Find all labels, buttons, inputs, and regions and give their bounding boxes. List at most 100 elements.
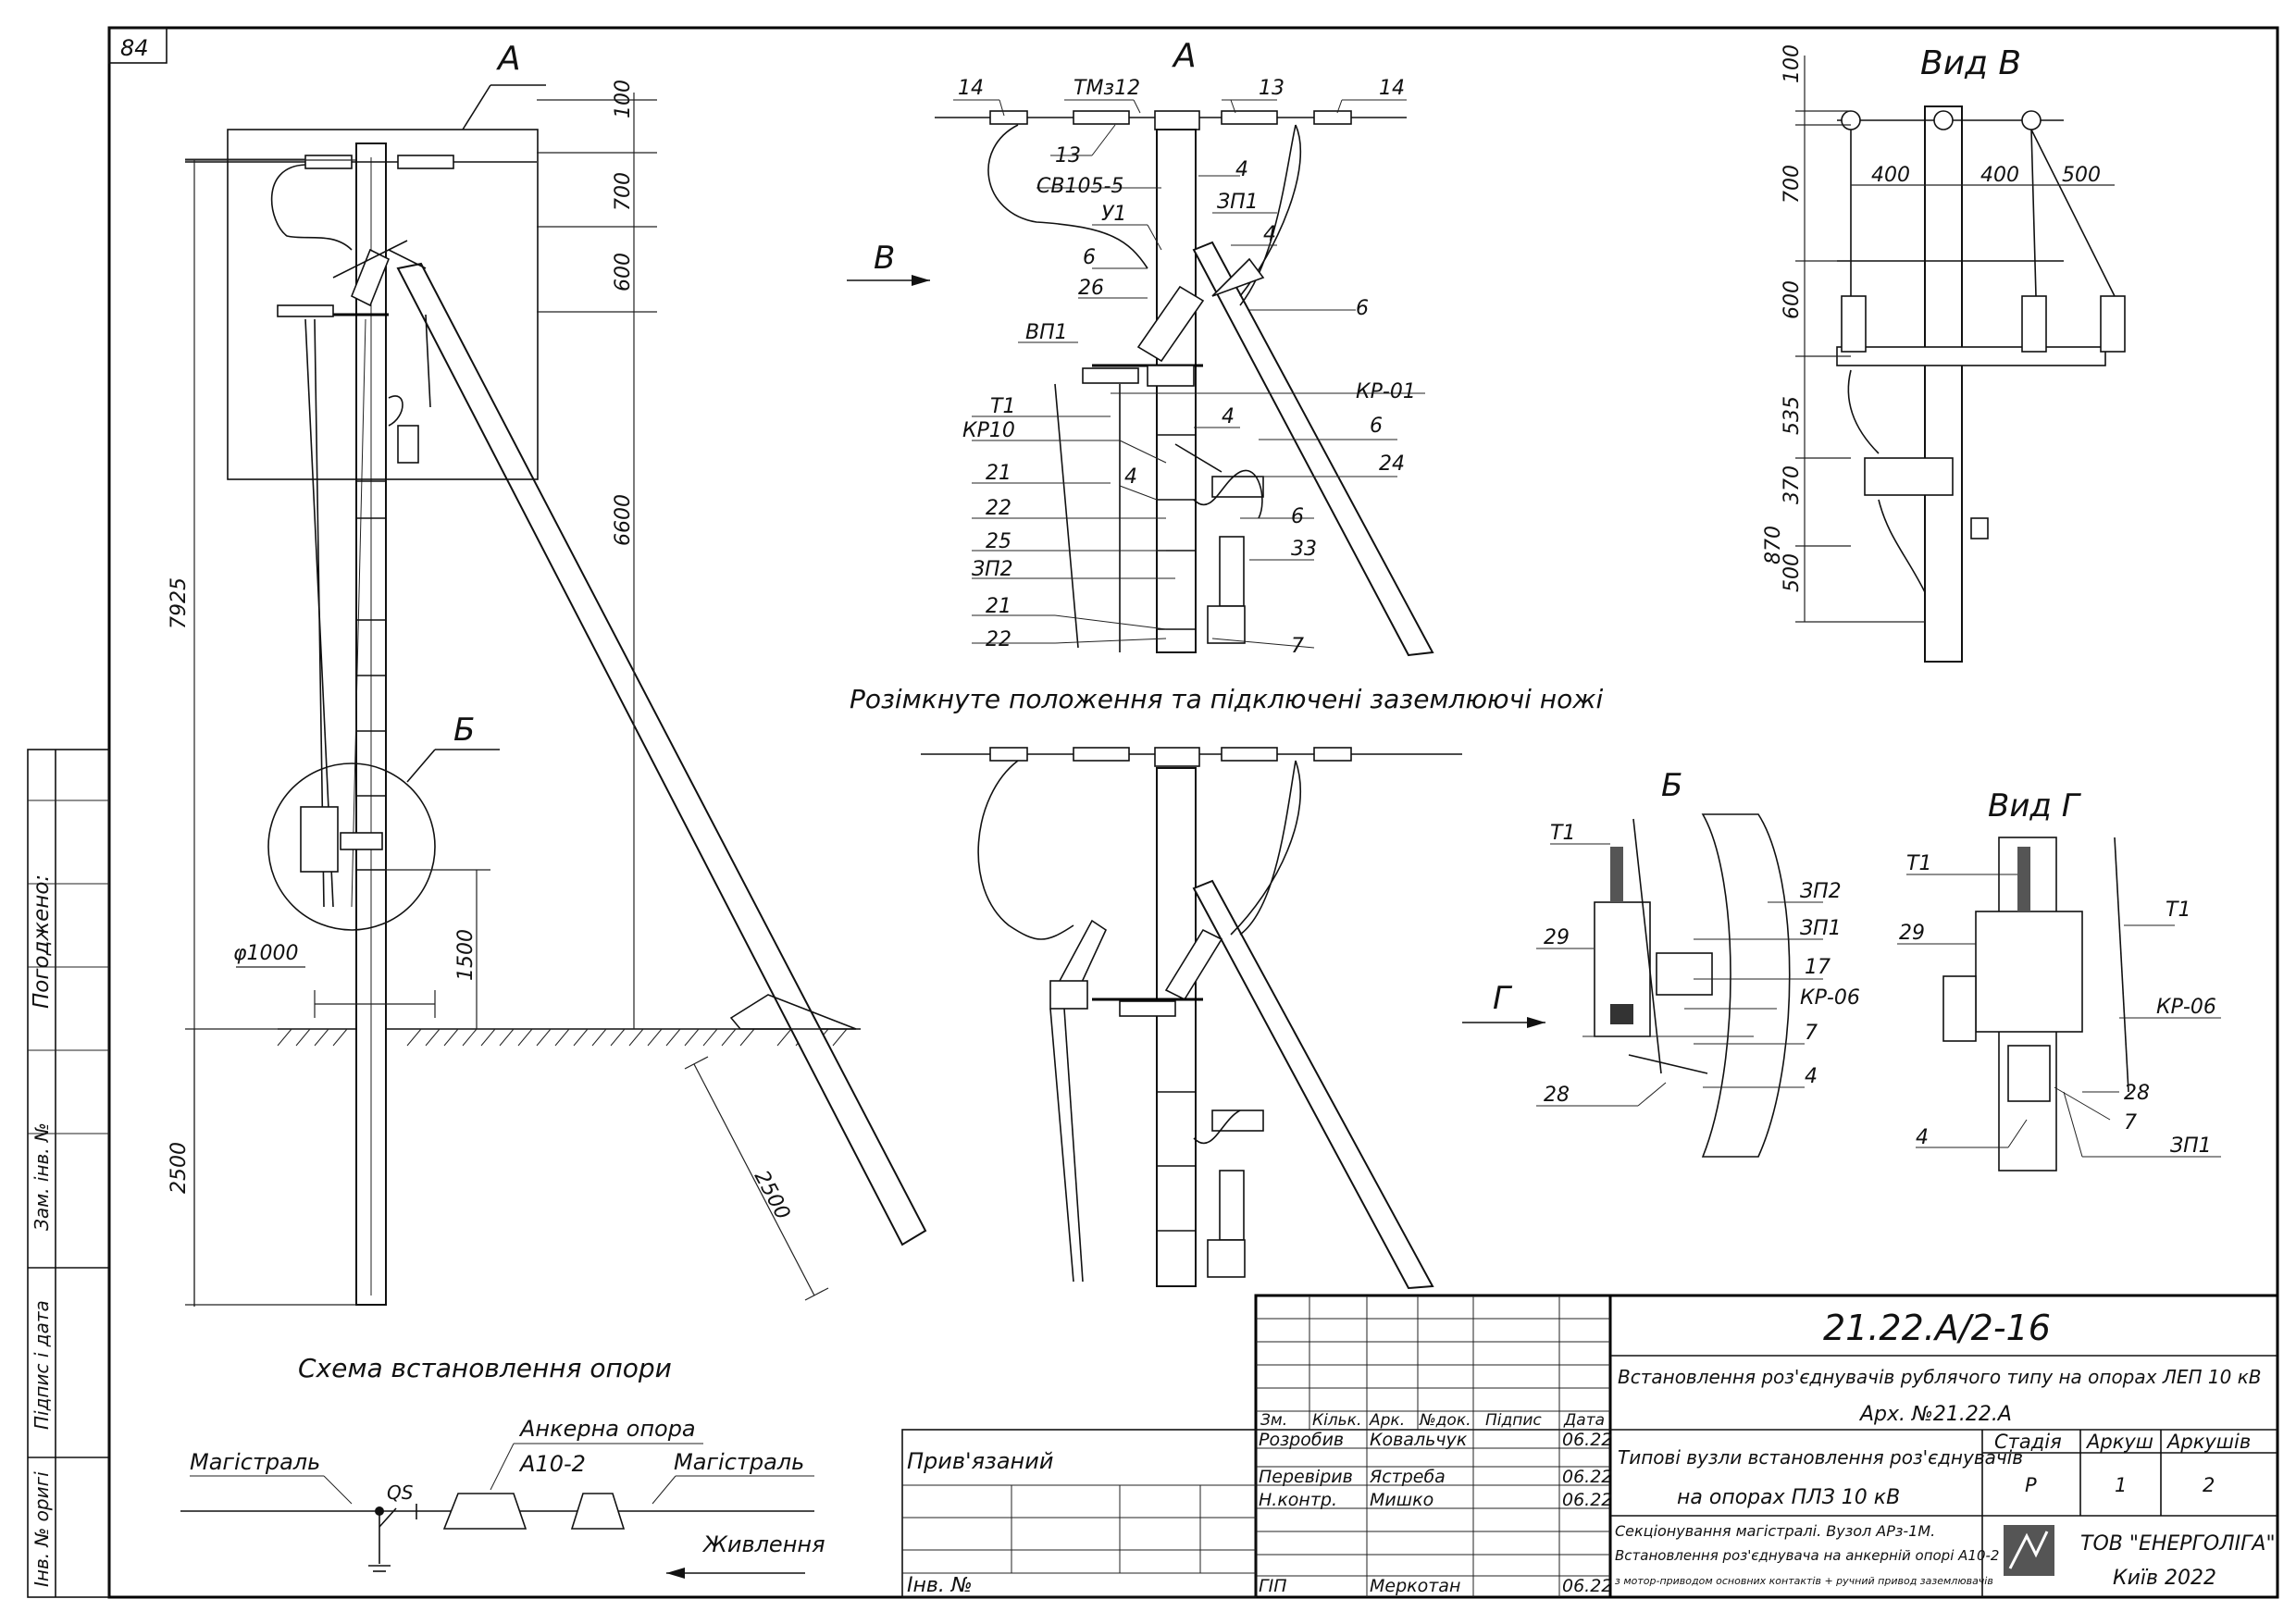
tb-arch-no: Арх. №21.22.А (1858, 1403, 2012, 1426)
label-6b: 6 (1356, 297, 1369, 320)
vv-dim-500: 500 (1781, 553, 1804, 592)
tb-gip-name: Меркотан (1370, 1576, 1460, 1596)
tb-city-year: Київ 2022 (2113, 1567, 2216, 1590)
scheme-anchor-title: Анкерна опора (518, 1416, 696, 1442)
label-26: 26 (1078, 277, 1104, 300)
tb-col-pidpys: Підпис (1485, 1411, 1542, 1430)
g-label-7: 7 (2124, 1111, 2137, 1134)
scheme-feed: Живлення (701, 1531, 825, 1557)
stamp-inv-orig: Інв. № оригі (31, 1471, 53, 1587)
stamp-zam-inv: Зам. інв. № (31, 1122, 53, 1231)
arrow-v-label: В (874, 240, 895, 277)
b-label-t1: Т1 (1550, 822, 1575, 845)
view-b-circle (267, 762, 436, 931)
tb-privyazanyi: Прив'язаний (907, 1448, 1053, 1474)
label-13a: 13 (1055, 144, 1081, 167)
tb-col-ndok: №док. (1419, 1411, 1471, 1430)
sheet-number: 84 (120, 35, 149, 61)
vv-dim-600: 600 (1781, 280, 1804, 319)
label-sv105: СВ105-5 (1036, 175, 1123, 198)
tb-doc-code: 21.22.А/2-16 (1823, 1308, 2051, 1348)
detail-a-view: А В (847, 37, 1434, 658)
tb-section-title-1: Типові вузли встановлення роз'єднувачів (1618, 1446, 2023, 1469)
b-label-kr06: КР-06 (1800, 986, 1860, 1010)
g-cabinet (1975, 911, 2083, 1033)
tb-section-title-2: на опорах ПЛЗ 10 кВ (1677, 1486, 1900, 1509)
label-22a: 22 (986, 497, 1011, 520)
b-label-7: 7 (1805, 1022, 1818, 1045)
vv-dim-700: 700 (1781, 165, 1804, 204)
label-zp1: ЗП1 (1217, 191, 1259, 214)
label-22b: 22 (986, 628, 1011, 651)
dim-600: 600 (612, 253, 635, 291)
vv-dim-870: 870 (1762, 526, 1785, 564)
view-a-label: А (496, 40, 521, 78)
tb-gip-date: 06.22 (1562, 1576, 1612, 1596)
dim-1500: 1500 (454, 929, 478, 981)
label-4d: 4 (1124, 465, 1137, 489)
g-label-t1b: Т1 (2166, 899, 2191, 922)
label-vp1: ВП1 (1025, 321, 1068, 344)
main-pole-view: А Б 100 700 600 (168, 40, 927, 1383)
vv-dim-370: 370 (1781, 465, 1804, 504)
strut (396, 262, 927, 1246)
tb-col-kilk: Кільк. (1312, 1411, 1361, 1430)
view-b-label: Б (453, 712, 475, 749)
label-t1: Т1 (990, 395, 1015, 418)
label-kr10: КР10 (962, 419, 1015, 442)
tb-name-0: Ковальчук (1370, 1430, 1468, 1450)
tb-sheets-h: Аркушів (2166, 1431, 2251, 1453)
label-kr01: КР-01 (1356, 380, 1416, 403)
tb-sheet-h: Аркуш (2085, 1431, 2153, 1453)
scheme-anchor-type: А10-2 (518, 1451, 586, 1477)
tb-col-ark: Арк. (1369, 1411, 1405, 1430)
tb-name-2: Мишко (1370, 1490, 1433, 1510)
label-13b: 13 (1259, 77, 1285, 100)
tb-stage: Р (2025, 1474, 2037, 1496)
label-tmz12: ТМз12 (1074, 77, 1140, 100)
arrow-g-label: Г (1493, 980, 1513, 1017)
tb-date-2: 06.22 (1562, 1490, 1612, 1510)
label-14a: 14 (958, 77, 984, 100)
label-6c: 6 (1370, 415, 1383, 438)
dim-7925: 7925 (168, 577, 191, 629)
top-disconnector (277, 240, 427, 317)
b-label-4: 4 (1805, 1065, 1818, 1088)
scheme-magistral-right: Магістраль (674, 1449, 804, 1475)
b-label-zp1: ЗП1 (1800, 917, 1842, 940)
b-label-17: 17 (1805, 956, 1831, 979)
label-4a: 4 (1235, 158, 1248, 181)
dim-2500-vertical: 2500 (168, 1142, 191, 1194)
label-33: 33 (1291, 538, 1317, 561)
dim-100: 100 (612, 80, 635, 118)
view-a-frame (227, 129, 539, 480)
title-block: Прив'язаний Інв. № Зм. Кільк. Арк. №док.… (901, 1294, 2279, 1599)
b-label-29: 29 (1544, 926, 1570, 949)
vv-dim-535: 535 (1781, 396, 1804, 435)
label-25: 25 (986, 530, 1011, 553)
tb-sheet-desc-3: з мотор-приводом основних контактів + ру… (1615, 1575, 1993, 1587)
tb-inv-no: Інв. № (907, 1574, 973, 1597)
g-label-zp1: ЗП1 (2170, 1134, 2212, 1158)
vid-g-label: Вид Г (1988, 787, 2082, 824)
tb-name-1: Ястреба (1369, 1467, 1446, 1487)
label-14b: 14 (1379, 77, 1405, 100)
detail-b-label: Б (1661, 767, 1682, 804)
tb-col-data: Дата (1563, 1411, 1605, 1430)
vv-dim-400b: 400 (1980, 164, 2019, 187)
label-6d: 6 (1291, 505, 1304, 528)
label-zp2: ЗП2 (972, 558, 1013, 581)
dim-700: 700 (612, 172, 635, 211)
label-6a: 6 (1083, 246, 1096, 269)
tb-role-0: Розробив (1259, 1430, 1344, 1450)
vv-dim-500h: 500 (2062, 164, 2101, 187)
tb-sheets: 2 (2203, 1474, 2215, 1496)
vid-v-view: Вид В 100 700 600 535 (1762, 44, 2126, 663)
dim-6600: 6600 (612, 494, 635, 546)
tb-date-1: 06.22 (1562, 1467, 1612, 1487)
scheme-qs: QS (387, 1481, 414, 1504)
label-4c: 4 (1222, 405, 1235, 428)
company-logo (2004, 1525, 2054, 1576)
scheme-caption: Схема встановлення опори (298, 1353, 672, 1383)
